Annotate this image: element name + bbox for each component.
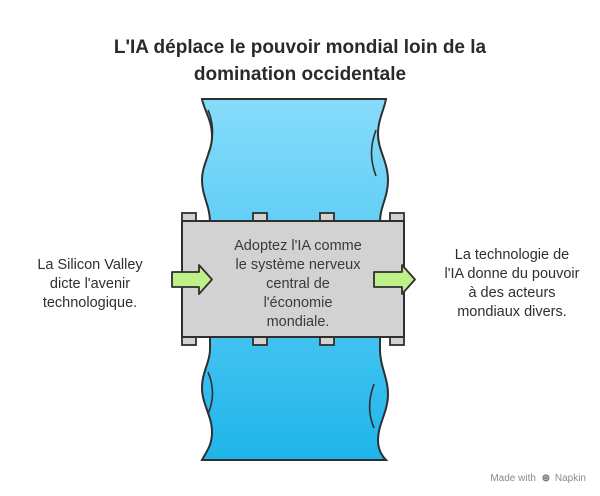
brand-label: Napkin — [554, 473, 586, 484]
bridge-deck — [181, 220, 405, 338]
right-arrow-icon — [373, 264, 416, 295]
made-with-footer: Made with ⊛ Napkin — [490, 473, 586, 484]
right-arrow-icon — [171, 264, 213, 295]
left-label: La Silicon Valley dicte l'avenir technol… — [10, 256, 170, 313]
left-label-line: technologique. — [42, 295, 138, 311]
river-ripple — [207, 109, 214, 155]
river-ripple — [368, 383, 375, 429]
right-label: La technologie de l'IA donne du pouvoir … — [428, 246, 596, 322]
left-label-line: La Silicon Valley — [37, 257, 143, 273]
right-label-line: à des acteurs — [468, 285, 556, 301]
left-label-line: dicte l'avenir — [49, 276, 131, 292]
river-ripple — [207, 371, 214, 415]
bridge-label: Adoptez l'IA comme le système nerveux ce… — [200, 237, 396, 332]
bridge-label-line: l'économie — [263, 295, 333, 311]
diagram-title: L'IA déplace le pouvoir mondial loin de … — [60, 34, 540, 88]
made-with-label: Made with — [490, 473, 536, 484]
bridge-label-line: le système nerveux — [235, 257, 361, 273]
bridge-label-line: Adoptez l'IA comme — [234, 238, 362, 254]
right-label-line: l'IA donne du pouvoir — [444, 266, 580, 282]
river-ripple — [370, 129, 377, 177]
bridge-label-line: central de — [266, 276, 330, 292]
napkin-logo-icon: ⊛ — [541, 473, 551, 484]
right-label-line: mondiaux divers. — [457, 304, 567, 320]
title-line-2: domination occidentale — [193, 64, 407, 85]
right-label-line: La technologie de — [454, 247, 570, 263]
bridge-label-line: mondiale. — [266, 314, 330, 330]
title-line-1: L'IA déplace le pouvoir mondial loin de … — [113, 37, 487, 58]
